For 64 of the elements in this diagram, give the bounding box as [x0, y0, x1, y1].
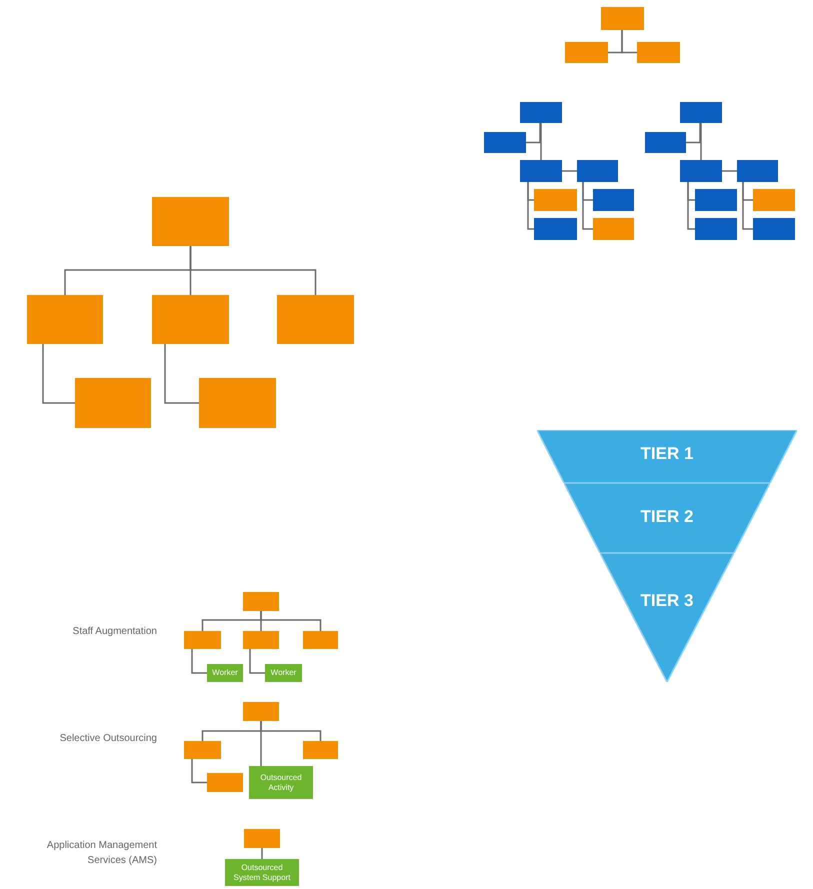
connector-line: [249, 649, 265, 674]
connector-line: [191, 759, 207, 784]
connector-line: [164, 344, 199, 404]
connector-line: [562, 170, 577, 172]
org-chart-box: [75, 378, 151, 428]
org-chart-box: [303, 631, 338, 649]
org-chart-box: [753, 218, 795, 240]
row-label: Staff Augmentation: [72, 625, 157, 639]
connector-line: [527, 182, 534, 230]
org-chart-box: [520, 160, 562, 182]
org-chart-box: [27, 295, 103, 344]
connector-line: [700, 123, 702, 160]
connector-line: [621, 30, 637, 54]
org-chart-box: [534, 189, 577, 211]
org-chart-box: [184, 741, 221, 759]
row-label: Application Management Services (AMS): [46, 839, 157, 868]
org-chart-box: [243, 631, 279, 649]
row-label: Selective Outsourcing: [58, 732, 157, 746]
org-chart-box: [534, 218, 577, 240]
org-chart-box: [303, 741, 338, 759]
org-chart-box: [680, 160, 722, 182]
role-box: Outsourced System Support: [225, 859, 299, 886]
connector-line: [582, 182, 593, 230]
funnel-tier: TIER 1: [537, 430, 797, 483]
org-chart-box: [520, 102, 562, 123]
org-chart-box: [753, 189, 795, 211]
org-chart-box: [277, 295, 354, 344]
connector-line: [526, 123, 541, 144]
org-chart-box: [199, 378, 276, 428]
org-chart-box: [593, 218, 634, 240]
org-chart-box: [637, 42, 680, 63]
role-box: Worker: [265, 664, 302, 682]
org-chart-box: [680, 102, 722, 123]
connector-line: [722, 170, 737, 172]
org-chart-box: [601, 7, 644, 30]
org-chart-box: [695, 218, 737, 240]
org-chart-box: [184, 631, 221, 649]
org-chart-box: [645, 132, 686, 153]
connector-line: [540, 123, 542, 160]
funnel-tier: TIER 3: [600, 553, 734, 682]
org-chart-box: [593, 189, 634, 211]
connector-line: [260, 721, 322, 741]
connector-line: [687, 182, 695, 230]
role-box: Worker: [207, 664, 243, 682]
org-chart-box: [484, 132, 526, 153]
role-box: Outsourced Activity: [249, 766, 313, 799]
connector-line: [191, 649, 207, 674]
org-chart-box: [565, 42, 608, 63]
connector-line: [261, 848, 263, 859]
connector-line: [686, 123, 701, 144]
org-chart-box: [695, 189, 737, 211]
org-chart-box: [243, 702, 279, 721]
connector-line: [190, 246, 316, 295]
org-chart-box: [152, 197, 229, 246]
org-chart-box: [243, 592, 279, 611]
org-chart-box: [737, 160, 778, 182]
funnel-tier: TIER 2: [564, 483, 770, 553]
connector-line: [260, 611, 322, 631]
org-chart-box: [577, 160, 618, 182]
org-chart-box: [207, 773, 243, 792]
org-chart-box: [152, 295, 229, 344]
connector-line: [742, 182, 753, 230]
connector-line: [42, 344, 75, 404]
org-chart-box: [244, 829, 280, 848]
